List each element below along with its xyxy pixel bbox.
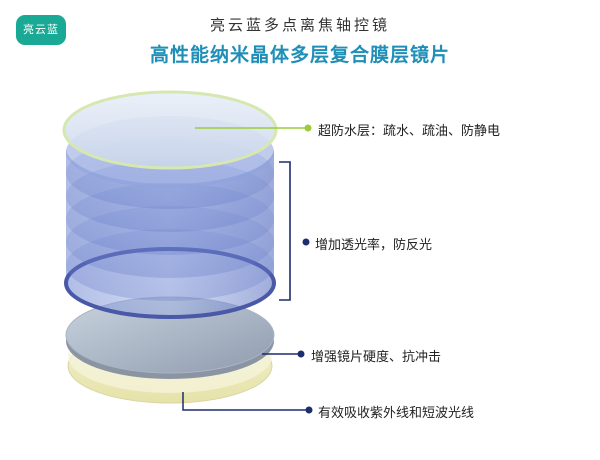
- callout-anti-reflection: [279, 161, 310, 301]
- callout-hydrophobic: [195, 124, 312, 132]
- page-subtitle: 高性能纳米晶体多层复合膜层镜片: [149, 44, 450, 66]
- label-hard-coat: 增强镜片硬度、抗冲击: [311, 350, 442, 365]
- callout-uv-absorb: [182, 392, 313, 414]
- brand-logo: 亮云蓝: [16, 15, 66, 45]
- callout-hard-coat: [262, 350, 305, 358]
- label-hydrophobic: 超防水层：疏水、疏油、防静电: [318, 124, 501, 139]
- label-uv-absorb: 有效吸收紫外线和短波光线: [318, 406, 475, 421]
- hard-coat-layer: [65, 296, 275, 379]
- label-anti-reflection: 增加透光率，防反光: [315, 238, 433, 253]
- hydrophobic-layer: [62, 90, 278, 170]
- page-title: 亮云蓝多点离焦轴控镜: [209, 16, 390, 34]
